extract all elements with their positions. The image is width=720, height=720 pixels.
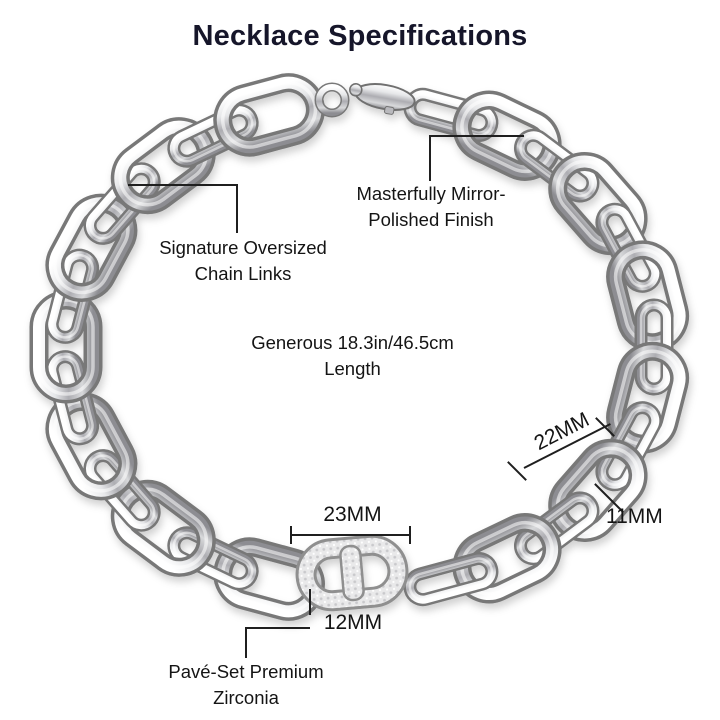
clasp xyxy=(314,82,416,118)
callout-finish-line2: Polished Finish xyxy=(368,209,494,230)
leader-line-chain-links-vertical xyxy=(236,184,238,233)
callout-finish-line1: Masterfully Mirror- xyxy=(356,183,506,204)
page-title: Necklace Specifications xyxy=(192,20,528,52)
callout-pave: Pavé-Set Premium Zirconia xyxy=(136,659,356,711)
leader-line-chain-links-horizontal xyxy=(128,184,238,186)
chain-links xyxy=(29,73,690,621)
callout-pave-line2: Zirconia xyxy=(213,687,279,708)
callout-pave-line1: Pavé-Set Premium xyxy=(168,661,324,682)
leader-line-pave-horizontal xyxy=(246,627,310,629)
callout-finish: Masterfully Mirror- Polished Finish xyxy=(325,181,537,233)
callout-chain-links: Signature Oversized Chain Links xyxy=(133,235,353,287)
measurement-pave-width: 23MM xyxy=(323,503,382,526)
callout-length-line1: Generous 18.3in/46.5cm xyxy=(251,332,454,353)
callout-length: Generous 18.3in/46.5cm Length xyxy=(210,330,495,382)
measurement-line-23mm xyxy=(291,534,411,536)
callout-chain-links-line2: Chain Links xyxy=(194,263,292,284)
measurement-link-thickness: 11MM xyxy=(606,505,663,528)
callout-chain-links-line1: Signature Oversized xyxy=(159,237,327,258)
measurement-pave-height: 12MM xyxy=(323,611,383,634)
measurement-tick-12mm xyxy=(309,589,311,615)
leader-line-finish-horizontal xyxy=(430,135,524,137)
callout-length-line2: Length xyxy=(324,358,381,379)
leader-line-finish-vertical xyxy=(429,135,431,181)
leader-line-pave-vertical xyxy=(245,627,247,658)
pave-link xyxy=(295,534,409,612)
measurement-tick-23mm-right xyxy=(409,526,411,544)
measurement-tick-23mm-left xyxy=(290,526,292,544)
